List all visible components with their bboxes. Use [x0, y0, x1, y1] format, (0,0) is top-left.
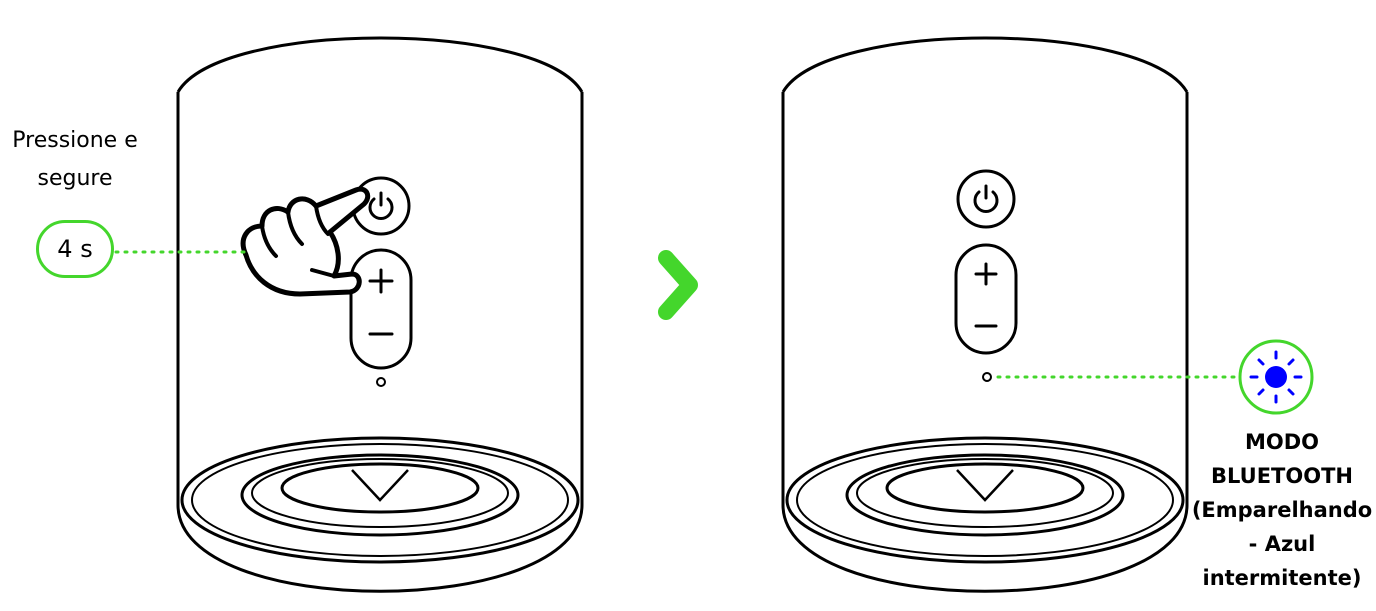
- speaker-right-driver-inner: [885, 462, 1085, 514]
- status-line-3: (Emparelhando: [1191, 498, 1373, 522]
- speaker-right-base-ring: [785, 436, 1185, 564]
- hold-duration-badge: 4 s: [36, 220, 114, 278]
- led-indicator-right: [982, 372, 992, 382]
- volume-rocker-left[interactable]: [349, 248, 413, 370]
- speaker-right-bottom-edge: [781, 504, 1189, 593]
- status-line-2: BLUETOOTH: [1211, 464, 1353, 488]
- speaker-left-driver-outer: [240, 453, 520, 537]
- speaker-right-top-edge: [781, 36, 1189, 93]
- speaker-left-bottom-edge: [176, 504, 584, 593]
- blue-light-icon: [1238, 339, 1314, 415]
- speaker-left-base-ring: [180, 436, 580, 564]
- plus-icon: [368, 268, 394, 294]
- speaker-left-top-edge: [176, 36, 584, 93]
- status-line-5: intermitente): [1202, 566, 1362, 590]
- instruction-line-1: Pressione e: [12, 128, 138, 153]
- power-button-right[interactable]: [956, 169, 1016, 229]
- speaker-left-driver-inner: [280, 462, 480, 514]
- power-icon: [973, 184, 999, 213]
- power-icon: [368, 191, 394, 220]
- instruction-line-2: segure: [37, 166, 113, 191]
- status-line-1: MODO: [1244, 430, 1320, 454]
- volume-rocker-right[interactable]: [954, 243, 1018, 355]
- led-indicator-left: [376, 377, 386, 387]
- pointing-hand-icon: [240, 186, 371, 297]
- speaker-right: [781, 36, 1189, 593]
- chevron-right-icon: [658, 250, 698, 320]
- speaker-left: [176, 36, 584, 593]
- status-line-4: - Azul: [1248, 532, 1316, 556]
- speaker-right-driver-outer: [845, 453, 1125, 537]
- plus-icon: [974, 262, 998, 286]
